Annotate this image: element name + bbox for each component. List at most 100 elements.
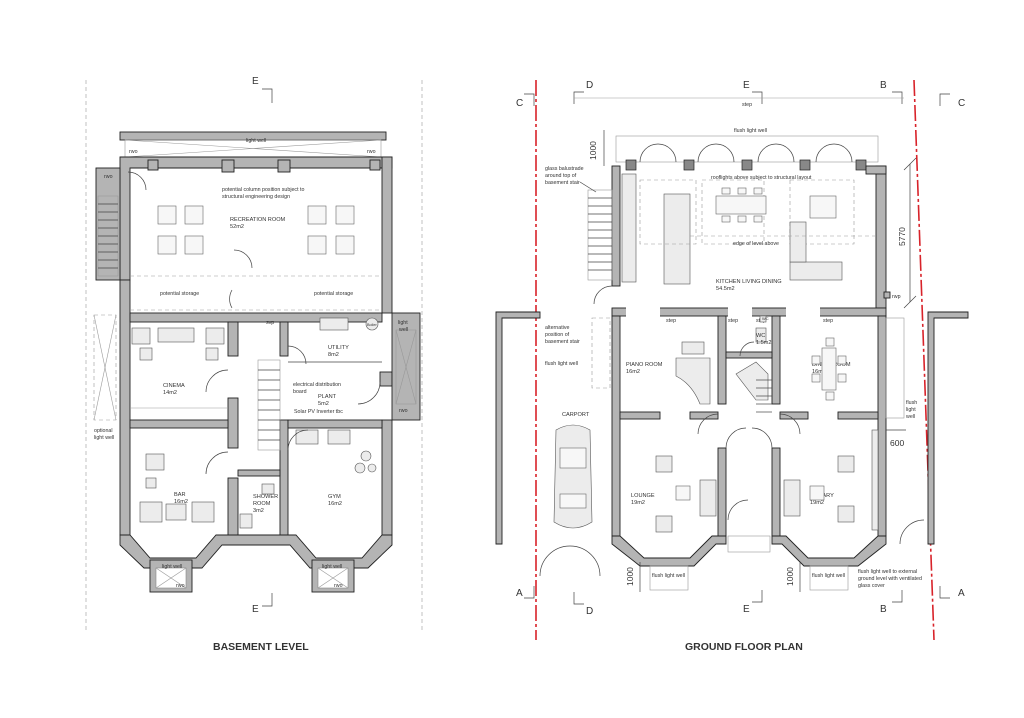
light-well-left: light well xyxy=(162,564,182,570)
svg-text:rwp: rwp xyxy=(892,294,901,300)
svg-text:ground level with ventilated: ground level with ventilated xyxy=(858,576,922,582)
dim-1000-front-left: 1000 xyxy=(625,567,635,586)
dining-room-area: 16m2 xyxy=(812,369,826,375)
grand-piano xyxy=(675,357,711,405)
bar-label: BAR xyxy=(174,492,186,498)
basement-plan: E E light well rwo rwo rwo xyxy=(85,76,423,653)
flush-light-well-bay-right xyxy=(809,565,849,591)
dim-600: 600 xyxy=(890,438,904,448)
glass-balustrade-note: glass balustrade xyxy=(545,166,584,172)
svg-text:well: well xyxy=(399,327,408,333)
svg-text:step: step xyxy=(666,318,676,324)
kitchen-area: 54.5m2 xyxy=(716,286,735,292)
basement-wall-right-bottom xyxy=(381,419,393,536)
bay-wall-right xyxy=(771,535,887,567)
svg-text:D: D xyxy=(586,80,593,91)
svg-text:optional: optional xyxy=(94,428,113,434)
shower-basin xyxy=(261,483,275,495)
svg-text:light: light xyxy=(906,407,916,413)
svg-text:basement stair: basement stair xyxy=(545,180,580,186)
basement-wall-right-top xyxy=(381,156,393,314)
piano-room-label: PIANO ROOM xyxy=(626,362,663,368)
svg-text:step: step xyxy=(823,318,833,324)
step-top: step xyxy=(742,102,752,108)
kitchen-wall-left xyxy=(611,165,621,287)
kitchen-label: KITCHEN LIVING DINING xyxy=(716,279,782,285)
basement-stair-treads xyxy=(98,203,118,269)
column-note: potential column position subject to xyxy=(222,187,304,193)
gym-label: GYM xyxy=(328,494,341,500)
potential-storage-right: potential storage xyxy=(314,291,353,297)
cinema-area: 14m2 xyxy=(163,390,177,396)
svg-text:basement stair: basement stair xyxy=(545,339,580,345)
library-area: 19m2 xyxy=(810,500,824,506)
svg-text:flush light well: flush light well xyxy=(652,573,685,579)
flush-light-well-right: flush xyxy=(906,400,917,406)
ground-floor-plan: C D E B C A D E B A step flush light wel… xyxy=(495,79,969,653)
svg-text:rwo: rwo xyxy=(399,408,408,414)
svg-text:rwo: rwo xyxy=(129,149,138,155)
cinema-label: CINEMA xyxy=(163,383,185,389)
kitchen-chair-cluster xyxy=(809,195,837,219)
bay-wall-left xyxy=(611,535,727,567)
svg-text:C: C xyxy=(958,98,965,109)
svg-text:step: step xyxy=(728,318,738,324)
light-well-top-label: light well xyxy=(246,138,266,144)
recreation-room-area: 52m2 xyxy=(230,224,244,230)
section-e-mark-top xyxy=(262,88,273,103)
kitchen-sofa xyxy=(789,221,843,281)
dim-1000-rear: 1000 xyxy=(588,141,598,160)
dim-1000-front-right: 1000 xyxy=(785,567,795,586)
svg-text:rwo: rwo xyxy=(334,583,343,589)
svg-text:B: B xyxy=(880,604,887,615)
svg-text:E: E xyxy=(743,80,750,91)
solar-inverter-label: Solar PV Inverter tbc xyxy=(294,409,343,415)
piano-room-area: 16m2 xyxy=(626,369,640,375)
flush-light-well-side: flush light well xyxy=(545,361,578,367)
entry-step xyxy=(727,535,771,553)
section-marks xyxy=(524,91,950,605)
ground-floor-title: GROUND FLOOR PLAN xyxy=(685,641,803,653)
edge-of-level-note: edge of level above xyxy=(733,241,779,247)
basement-title: BASEMENT LEVEL xyxy=(213,641,309,653)
utility-sink xyxy=(319,317,349,331)
svg-text:D: D xyxy=(586,606,593,617)
basement-stair-well xyxy=(95,167,121,281)
dining-table-kitchen xyxy=(715,187,767,223)
section-e-top: E xyxy=(252,76,259,87)
svg-text:well: well xyxy=(906,414,915,420)
plant-area: 5m2 xyxy=(318,401,329,407)
basement-wall-left xyxy=(119,279,131,536)
internal-stair xyxy=(257,359,281,451)
bar-area: 16m2 xyxy=(174,499,188,505)
flush-light-well-bay-left xyxy=(649,565,689,591)
wc-area: 1.5m2 xyxy=(756,340,772,346)
light-well-right: light well xyxy=(322,564,342,570)
svg-text:Boiler: Boiler xyxy=(367,323,377,327)
shower-room-label: SHOWER xyxy=(253,494,278,500)
neighbour-wall-left xyxy=(495,311,541,545)
car-outline xyxy=(553,424,593,529)
svg-text:rwo: rwo xyxy=(367,149,376,155)
lounge-label: LOUNGE xyxy=(631,493,655,499)
svg-text:rwo: rwo xyxy=(176,583,185,589)
svg-text:glass cover: glass cover xyxy=(858,583,885,589)
svg-text:around top of: around top of xyxy=(545,173,577,179)
svg-text:flush light well: flush light well xyxy=(734,128,767,134)
dim-5770: 5770 xyxy=(897,227,907,246)
svg-text:light: light xyxy=(398,320,408,326)
site-line-right xyxy=(913,79,935,641)
potential-storage-left: potential storage xyxy=(160,291,199,297)
kitchen-units xyxy=(621,173,637,283)
svg-text:WC: WC xyxy=(762,316,769,321)
svg-text:rwo: rwo xyxy=(104,174,113,180)
optional-light-well xyxy=(93,314,117,421)
hall-stair xyxy=(735,361,769,401)
svg-text:svp: svp xyxy=(266,320,274,326)
svg-text:flush light well: flush light well xyxy=(812,573,845,579)
lounge-area: 19m2 xyxy=(631,500,645,506)
kitchen-island xyxy=(663,193,691,285)
utility-area: 8m2 xyxy=(328,352,339,358)
wc-label: WC xyxy=(756,333,765,339)
